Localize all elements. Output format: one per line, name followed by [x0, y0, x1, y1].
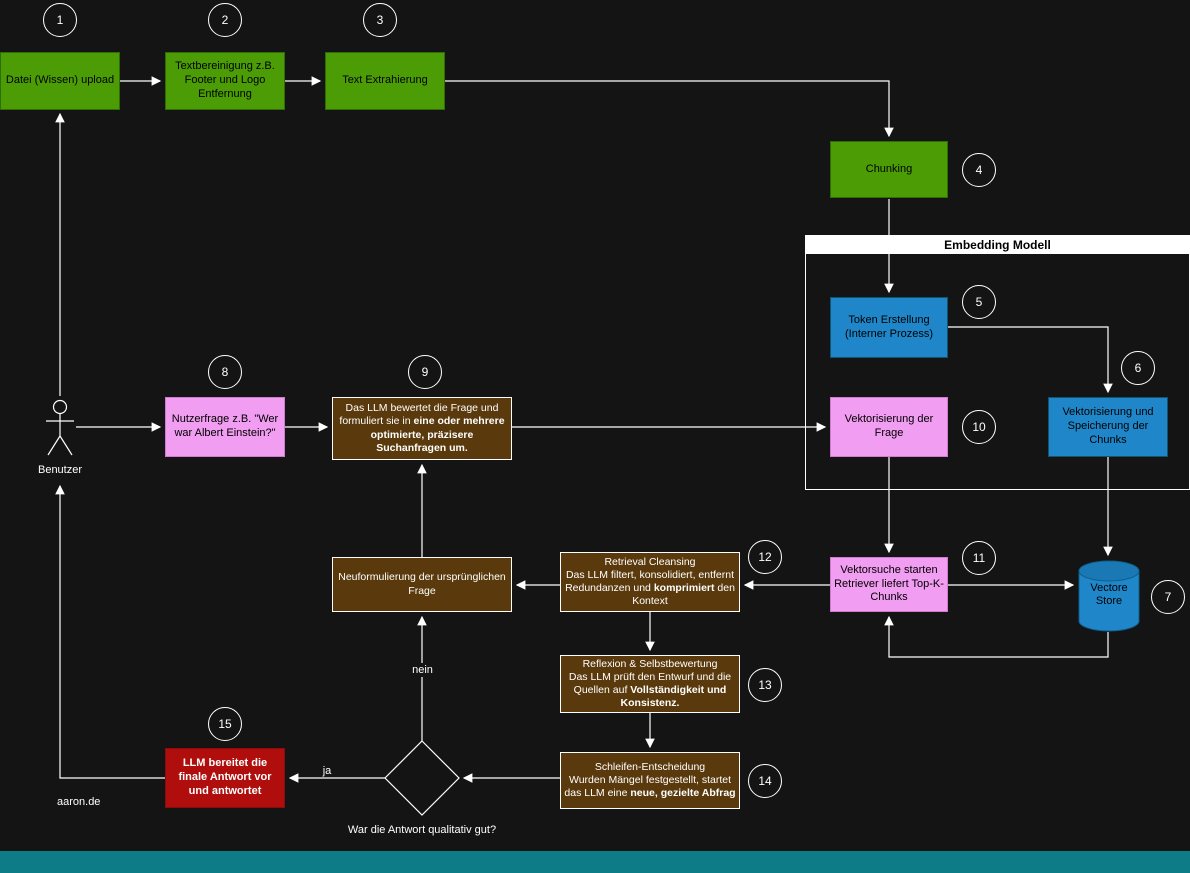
- node-text-cleaning-label: Textbereinigung z.B. Footer und Logo Ent…: [175, 60, 275, 100]
- actor-label: Benutzer: [37, 464, 83, 476]
- node-reflexion: Reflexion & Selbstbewertung Das LLM prüf…: [560, 655, 740, 713]
- node-vectorize-question-label: Vektorisierung der Frage: [844, 413, 934, 439]
- node-retrieval-cleansing: Retrieval Cleansing Das LLM filtert, kon…: [560, 552, 740, 612]
- vector-store-label: Vectore Store: [1090, 582, 1128, 608]
- edge-label-nein: nein: [408, 663, 437, 678]
- node-vector-search: Vektorsuche starten Retriever liefert To…: [830, 557, 948, 612]
- node-final-answer: LLM bereitet die finale Antwort vor und …: [165, 748, 285, 808]
- step-badge-11: 11: [962, 541, 996, 575]
- node-retrieval-cleansing-title: Retrieval Cleansing: [604, 555, 696, 568]
- node-loop-decision: Schleifen-Entscheidung Wurden Mängel fes…: [560, 752, 740, 809]
- node-vectorize-chunks: Vektorisierung und Speicherung der Chunk…: [1048, 397, 1168, 457]
- node-reflexion-title: Reflexion & Selbstbewertung: [582, 657, 718, 670]
- step-badge-4: 4: [962, 153, 996, 187]
- node-reflexion-text: Das LLM prüft den Entwurf und die Quelle…: [568, 670, 732, 710]
- watermark-text: aaron.de: [57, 796, 101, 808]
- node-loop-decision-text: Wurden Mängel festgestellt, startet das …: [564, 773, 736, 799]
- step-badge-14: 14: [748, 764, 782, 798]
- connector-extraction-to-chunking: [445, 80, 894, 138]
- node-file-upload-label: Datei (Wissen) upload: [5, 74, 115, 87]
- node-final-answer-label: LLM bereitet die finale Antwort vor und …: [178, 757, 272, 797]
- step-badge-6: 6: [1121, 351, 1155, 385]
- node-loop-decision-title: Schleifen-Entscheidung: [594, 760, 706, 773]
- step-badge-8: 8: [208, 355, 242, 389]
- step-badge-12: 12: [748, 540, 782, 574]
- vector-store-cylinder: [1078, 560, 1140, 632]
- connector-store-to-search-return: [884, 615, 1109, 658]
- connector-final-to-user: [55, 484, 165, 779]
- node-user-question-label: Nutzerfrage z.B. "Wer war Albert Einstei…: [171, 413, 279, 439]
- node-retrieval-cleansing-text: Das LLM filtert, konsolidiert, entfernt …: [565, 568, 735, 608]
- node-text-cleaning: Textbereinigung z.B. Footer und Logo Ent…: [165, 52, 285, 110]
- step-badge-5: 5: [962, 285, 996, 319]
- step-badge-10: 10: [962, 410, 996, 444]
- node-vectorize-question: Vektorisierung der Frage: [830, 397, 948, 457]
- node-llm-query-rewrite-text: Das LLM bewertet die Frage und formulier…: [339, 402, 505, 454]
- decision-question-label: War die Antwort qualitativ gut?: [347, 824, 497, 836]
- node-user-question: Nutzerfrage z.B. "Wer war Albert Einstei…: [165, 397, 285, 457]
- node-token-creation-label: Token Erstellung (Interner Prozess): [844, 313, 934, 340]
- node-vector-search-line2: Retriever liefert Top-K-Chunks: [834, 577, 944, 604]
- node-text-extraction: Text Extrahierung: [325, 52, 445, 110]
- decision-diamond: [384, 740, 460, 816]
- node-file-upload: Datei (Wissen) upload: [0, 52, 120, 110]
- step-badge-13: 13: [748, 668, 782, 702]
- node-reformulate-question-label: Neuformulierung der ursprünglichen Frage: [338, 571, 506, 597]
- step-badge-7: 7: [1151, 580, 1185, 614]
- step-badge-1: 1: [43, 3, 77, 37]
- node-text-extraction-label: Text Extrahierung: [342, 74, 428, 87]
- step-badge-2: 2: [208, 3, 242, 37]
- embedding-model-title: Embedding Modell: [806, 236, 1189, 254]
- node-llm-query-rewrite: Das LLM bewertet die Frage und formulier…: [332, 397, 512, 460]
- node-token-creation: Token Erstellung (Interner Prozess): [830, 297, 948, 358]
- edge-label-ja: ja: [322, 765, 332, 777]
- user-actor-icon: [46, 399, 74, 456]
- bottom-bar: [0, 851, 1190, 873]
- node-chunking-label: Chunking: [865, 162, 913, 175]
- step-badge-3: 3: [363, 3, 397, 37]
- node-vector-search-line1: Vektorsuche starten: [840, 563, 938, 576]
- embedding-model-container: Embedding Modell: [805, 235, 1190, 490]
- node-chunking: Chunking: [830, 141, 948, 198]
- node-vectorize-chunks-label: Vektorisierung und Speicherung der Chunk…: [1062, 406, 1154, 446]
- node-reformulate-question: Neuformulierung der ursprünglichen Frage: [332, 557, 512, 612]
- step-badge-9: 9: [408, 355, 442, 389]
- step-badge-15: 15: [208, 707, 242, 741]
